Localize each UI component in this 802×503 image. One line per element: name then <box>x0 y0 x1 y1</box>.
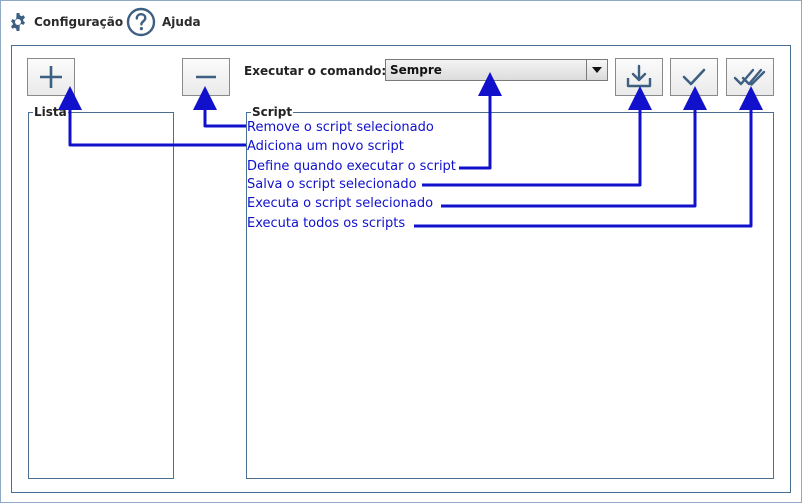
command-select[interactable]: Sempre <box>385 59 608 81</box>
annotation-define: Define quando executar o script <box>247 159 456 174</box>
arrow-define <box>459 72 502 170</box>
menu-help[interactable]: Ajuda <box>126 7 201 37</box>
command-select-value: Sempre <box>390 63 442 77</box>
gear-icon <box>11 13 25 31</box>
arrow-run-all <box>414 86 763 228</box>
plus-icon <box>40 66 62 88</box>
double-check-icon <box>733 68 766 86</box>
annotation-run: Executa o script selecionado <box>247 196 434 211</box>
command-label: Executar o comando: <box>244 64 387 78</box>
chevron-down-icon[interactable] <box>586 60 607 80</box>
script-group: Script <box>246 105 774 479</box>
arrow-add <box>58 86 246 147</box>
help-circle-icon <box>126 7 156 37</box>
arrow-run <box>441 86 707 208</box>
script-group-title: Script <box>251 105 294 119</box>
annotation-run-all: Executa todos os scripts <box>247 216 406 231</box>
menu-configuration-label: Configuração <box>34 15 124 29</box>
arrow-save <box>422 86 652 187</box>
annotation-remove: Remove o script selecionado <box>247 120 434 135</box>
arrow-remove <box>193 86 246 128</box>
annotation-add: Adiciona um novo script <box>247 139 404 154</box>
minus-icon <box>196 75 216 79</box>
main-panel <box>11 45 791 493</box>
menu-help-label: Ajuda <box>162 15 201 29</box>
check-icon <box>682 68 706 86</box>
annotation-save: Salva o script selecionado <box>247 177 417 192</box>
menu-configuration[interactable]: Configuração <box>8 12 123 32</box>
